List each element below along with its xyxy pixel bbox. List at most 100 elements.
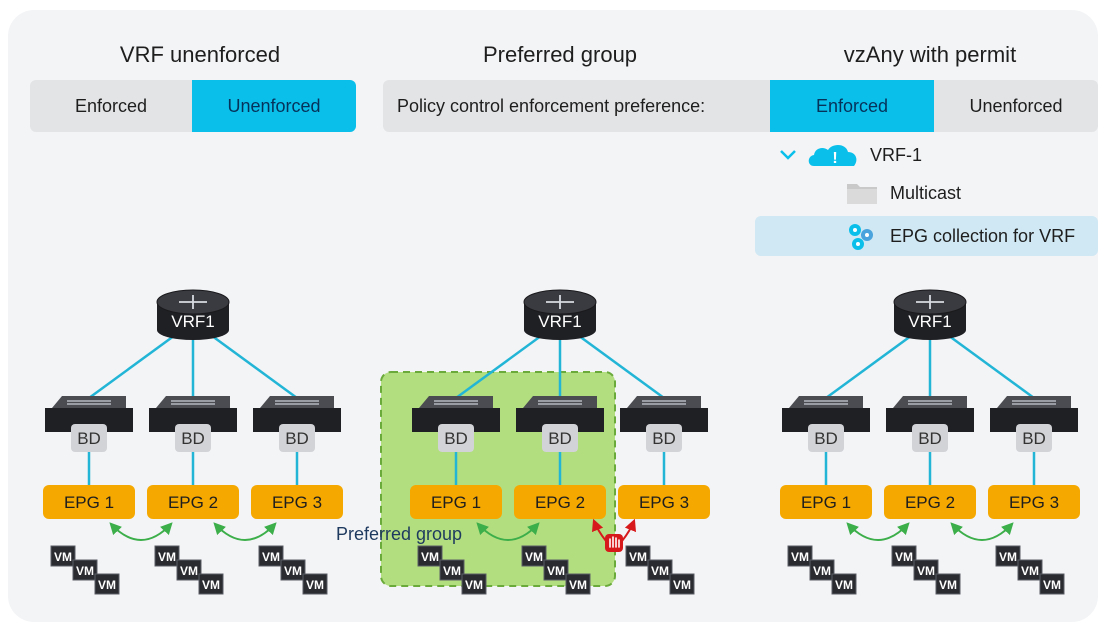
vm-icon: VM [913,559,939,581]
allowed-traffic-arrow [846,522,910,541]
epg-label: EPG 2 [905,493,955,512]
vm-icon: VM [647,559,673,581]
vm-label: VM [54,550,72,564]
epg-collection-icon [849,224,873,250]
switch-icon [412,396,500,432]
bd-label: BD [652,429,676,448]
vm-icon: VM [1017,559,1043,581]
epg-box [780,485,872,519]
vm-icon: VM [787,545,813,567]
epg-box [410,485,502,519]
router-label: VRF1 [171,312,214,331]
vm-icon: VM [831,573,857,595]
allowed-traffic-arrow [109,522,173,541]
epg-box [884,485,976,519]
bd-label: BD [77,429,101,448]
vm-icon: VM [176,559,202,581]
vm-icon: VM [1039,573,1065,595]
chevron-down-icon[interactable] [776,145,802,165]
folder-icon [847,184,877,204]
vm-icon: VM [72,559,98,581]
vm-icon: VM [154,545,180,567]
epg-collection-highlight[interactable] [755,216,1098,256]
section-title-preferred-group: Preferred group [482,42,638,67]
router-icon: VRF1 [523,289,597,340]
toggle-option-enforced[interactable]: Enforced [74,95,148,116]
vm-label: VM [673,578,691,592]
multicast-label: Multicast [890,182,962,203]
vm-label: VM [180,564,198,578]
vm-label: VM [443,564,461,578]
vm-label: VM [835,578,853,592]
bd-label: BD [285,429,309,448]
epg-box [251,485,343,519]
epg-label: EPG 2 [168,493,218,512]
vm-label: VM [895,550,913,564]
vm-icon: VM [439,559,465,581]
vm-icon: VM [995,545,1021,567]
vm-icon: VM [258,545,284,567]
bd-box [542,424,578,452]
section-title-vrf-unenforced: VRF unenforced [119,42,281,67]
toggle-option-unenforced[interactable]: Unenforced [192,80,356,132]
vm-icon: VM [891,545,917,567]
epg-label: EPG 1 [801,493,851,512]
enforcement-preference-toggle: Policy control enforcement preference: E… [383,80,1098,132]
router-icon: VRF1 [893,289,967,340]
vm-icon: VM [565,573,591,595]
bd-label: BD [181,429,205,448]
epg-label: EPG 3 [272,493,322,512]
allowed-traffic-arrow [950,522,1014,541]
vm-icon: VM [50,545,76,567]
bd-label: BD [548,429,572,448]
bd-label: BD [444,429,468,448]
tree-row-epg-collection[interactable]: EPG collection for VRF [846,220,1075,252]
section-title-vzany: vzAny with permit [843,42,1017,67]
tree-row-vrf[interactable]: ! VRF-1 [776,140,922,170]
vm-icon: VM [198,573,224,595]
vm-label: VM [917,564,935,578]
epg-box [43,485,135,519]
bd-box [279,424,315,452]
bd-box [912,424,948,452]
svg-text:!: ! [832,150,837,167]
denied-traffic-arrow [591,518,607,542]
vm-label: VM [421,550,439,564]
vm-icon: VM [625,545,651,567]
epg-box [147,485,239,519]
vm-label: VM [98,578,116,592]
switch-icon [516,396,604,432]
vm-label: VM [651,564,669,578]
enforcement-preference-label: Policy control enforcement preference: [397,95,706,116]
bd-label: BD [918,429,942,448]
epg-box [618,485,710,519]
vm-label: VM [999,550,1017,564]
epg-box [988,485,1080,519]
vm-label: VM [465,578,483,592]
epg-collection-label: EPG collection for VRF [890,225,1076,246]
tree-row-multicast[interactable]: Multicast [846,178,961,208]
epg-label: EPG 2 [535,493,585,512]
bd-label: BD [814,429,838,448]
vm-label: VM [262,550,280,564]
vm-label: VM [76,564,94,578]
epg-box [514,485,606,519]
vm-icon: VM [417,545,443,567]
epg-label: EPG 1 [64,493,114,512]
vm-label: VM [569,578,587,592]
vm-label: VM [939,578,957,592]
vm-icon: VM [94,573,120,595]
vm-label: VM [525,550,543,564]
bd-box [71,424,107,452]
epg-label: EPG 3 [639,493,689,512]
vm-icon: VM [302,573,328,595]
denied-traffic-arrow [621,518,637,542]
vm-icon: VM [935,573,961,595]
bd-box [808,424,844,452]
toggle-option-unenforced[interactable]: Unenforced [969,95,1063,116]
toggle-option-enforced[interactable]: Enforced [770,80,934,132]
